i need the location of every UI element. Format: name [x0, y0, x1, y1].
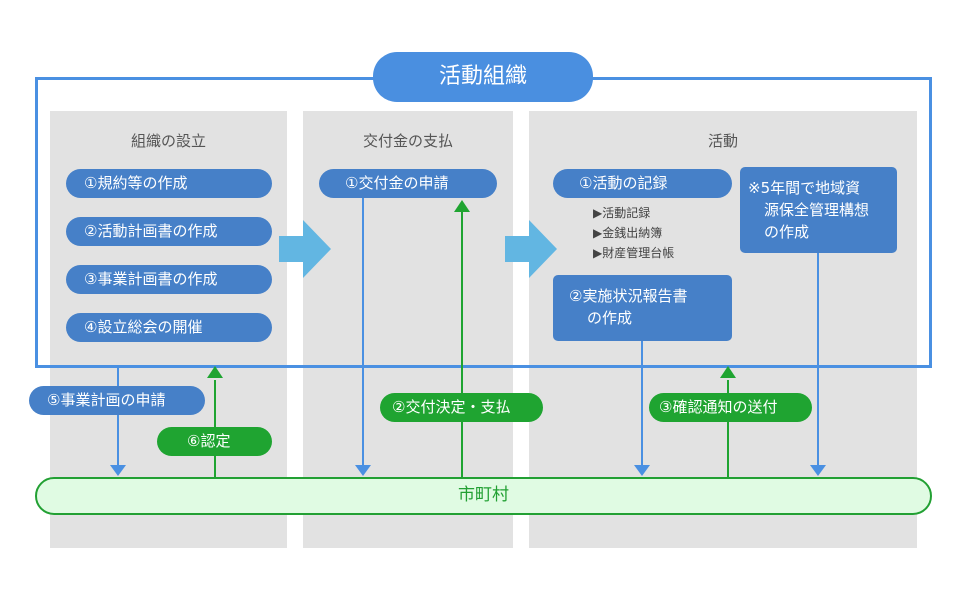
note-line-3: の作成	[764, 223, 810, 241]
organization-title: 活動組織	[373, 52, 593, 102]
step-activity-plan[interactable]: ②活動計画書の作成	[66, 217, 272, 246]
step-activity-record[interactable]: ①活動の記録	[553, 169, 732, 198]
note-conservation-plan[interactable]: ※5年間で地域資 源保全管理構想 の作成	[740, 167, 897, 253]
column-title-activity: 活動	[707, 132, 738, 150]
column-title-payment: 交付金の支払	[362, 132, 453, 150]
note-line-2: 源保全管理構想	[764, 201, 870, 219]
flow-confirmation-notice[interactable]: ③確認通知の送付	[649, 393, 812, 422]
step-general-meeting[interactable]: ④設立総会の開催	[66, 313, 272, 342]
record-item-cash-book: ▶金銭出納簿	[593, 226, 663, 240]
record-item-activity-log: ▶活動記録	[593, 206, 651, 220]
report-line-2: の作成	[587, 309, 633, 327]
step-bylaws[interactable]: ①規約等の作成	[66, 169, 272, 198]
step-grant-application[interactable]: ①交付金の申請	[319, 169, 497, 198]
process-arrow-2	[505, 220, 557, 278]
flow-grant-decision[interactable]: ②交付決定・支払	[380, 393, 543, 422]
record-item-asset-ledger: ▶財産管理台帳	[593, 246, 675, 260]
step-business-plan[interactable]: ③事業計画書の作成	[66, 265, 272, 294]
step-implementation-report[interactable]: ②実施状況報告書 の作成	[553, 275, 732, 341]
flow-approval[interactable]: ⑥認定	[157, 427, 272, 456]
column-title-setup: 組織の設立	[130, 132, 206, 150]
report-line-1: ②実施状況報告書	[569, 287, 688, 305]
note-line-1: ※5年間で地域資	[748, 179, 861, 197]
process-arrow-1	[279, 220, 331, 278]
flow-plan-application[interactable]: ⑤事業計画の申請	[29, 386, 205, 415]
municipality-bar[interactable]: 市町村	[35, 477, 932, 515]
